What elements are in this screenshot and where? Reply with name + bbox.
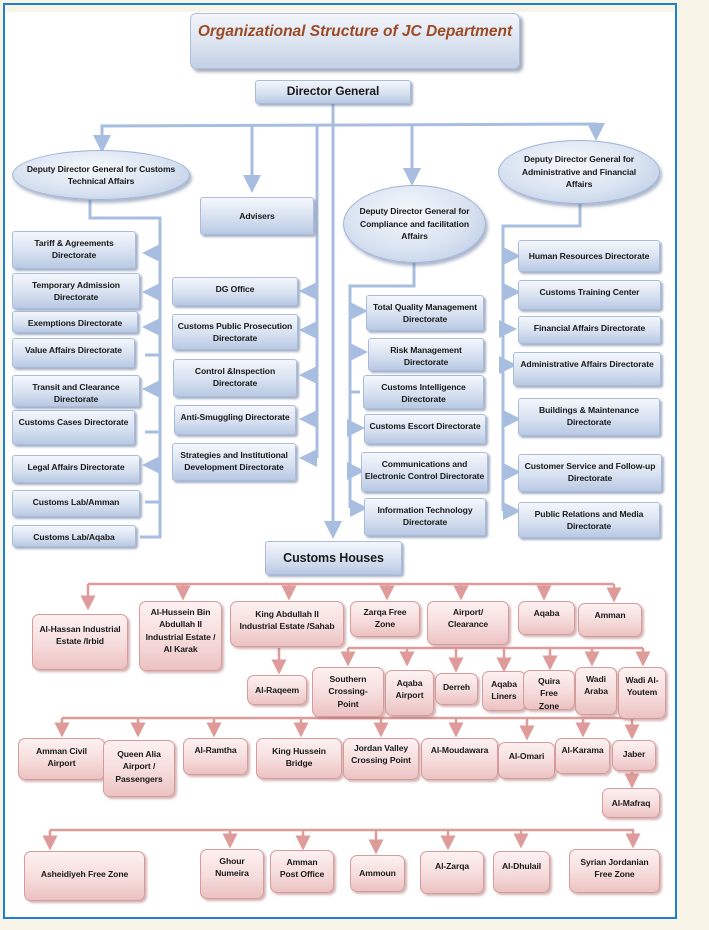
admin-item: Public Relations and Media Directorate (518, 502, 660, 538)
customs-houses-box: Customs Houses (265, 541, 402, 575)
technical-item: Customs Lab/Amman (12, 490, 140, 517)
ddg-administrative-oval: Deputy Director General for Administrati… (498, 140, 660, 204)
technical-item: Legal Affairs Directorate (12, 455, 140, 483)
compliance-item: Customs Intelligence Directorate (363, 375, 484, 409)
customs-house: Wadi Araba (575, 667, 617, 715)
customs-house: Amman Post Office (270, 850, 334, 893)
customs-house: Southern Crossing- Point (312, 667, 384, 717)
technical-item: Value Affairs Directorate (12, 338, 135, 368)
customs-house: Al-Mafraq (602, 788, 660, 818)
compliance-item: Information Technology Directorate (364, 498, 486, 536)
customs-house: Quira Free Zone (523, 670, 575, 711)
customs-house: Wadi Al-Youtem (618, 667, 666, 719)
ddg-compliance-oval: Deputy Director General for Compliance a… (343, 185, 486, 263)
admin-item: Financial Affairs Directorate (518, 316, 661, 344)
technical-item: Transit and Clearance Directorate (12, 375, 140, 407)
customs-house: King Hussein Bridge (256, 738, 342, 779)
technical-item: Customs Cases Directorate (12, 410, 135, 445)
customs-house: Derreh (435, 673, 478, 705)
ddg-technical-oval: Deputy Director General for Customs Tech… (12, 150, 190, 200)
customs-house: Amman (578, 603, 642, 637)
admin-item: Customs Training Center (518, 280, 661, 310)
customs-house: Ammoun (350, 855, 405, 892)
admin-item: Administrative Affairs Directorate (513, 352, 661, 386)
customs-house: Al-Raqeem (247, 675, 307, 705)
compliance-item: Communications and Electronic Control Di… (361, 452, 488, 492)
technical-item: Temporary Admission Directorate (12, 273, 140, 309)
admin-item: Customer Service and Follow-up Directora… (518, 454, 662, 492)
chart-title: Organizational Structure of JC Departmen… (190, 13, 520, 69)
customs-house: Syrian Jordanian Free Zone (569, 849, 660, 893)
customs-house: Al-Dhulail (493, 851, 550, 893)
customs-house: Airport/ Clearance (427, 601, 509, 645)
admin-item: Buildings & Maintenance Directorate (518, 398, 660, 436)
customs-house: Aqaba (518, 601, 575, 635)
customs-house: Ghour Numeira (200, 849, 264, 899)
admin-item: Human Resources Directorate (518, 240, 660, 272)
customs-house: Al-Karama (555, 738, 610, 774)
technical-item: Customs Lab/Aqaba (12, 525, 136, 547)
customs-house: Al-Hussein Bin Abdullah II Industrial Es… (139, 601, 222, 671)
compliance-item: Total Quality Management Directorate (366, 295, 484, 331)
customs-house: Al-Ramtha (183, 738, 248, 775)
dg-direct-item: Anti-Smuggling Directorate (174, 405, 296, 435)
customs-house: Zarqa Free Zone (350, 601, 420, 637)
customs-house: Al-Zarqa (420, 851, 484, 894)
compliance-item: Customs Escort Directorate (364, 414, 486, 444)
dg-direct-item: Control &Inspection Directorate (173, 359, 297, 397)
advisers-box: Advisers (200, 197, 314, 235)
chart-title-text: Organizational Structure of JC Departmen… (197, 23, 513, 40)
dg-direct-item: Customs Public Prosecution Directorate (172, 314, 298, 350)
customs-house: Al-Omari (498, 742, 555, 779)
technical-item: Exemptions Directorate (12, 311, 138, 333)
compliance-item: Risk Management Directorate (368, 338, 484, 371)
customs-house: Al-Hassan Industrial Estate /Irbid (32, 614, 128, 670)
customs-house: Aqaba Liners (482, 671, 526, 711)
technical-item: Tariff & Agreements Directorate (12, 231, 136, 269)
customs-house: King Abdullah II Industrial Estate /Saha… (230, 601, 344, 647)
customs-house: Al-Moudawara (421, 738, 498, 780)
customs-house: Queen Alia Airport / Passengers (103, 740, 175, 797)
dg-direct-item: DG Office (172, 277, 298, 306)
customs-house: Aqaba Airport (385, 670, 434, 716)
dg-direct-item: Strategies and Institutional Development… (172, 443, 296, 481)
customs-house: Asheidiyeh Free Zone (24, 851, 145, 901)
customs-house: Jaber (612, 740, 656, 771)
director-general-box: Director General (255, 80, 411, 104)
customs-house: Amman Civil Airport (18, 738, 105, 780)
customs-house: Jordan Valley Crossing Point (343, 738, 419, 780)
